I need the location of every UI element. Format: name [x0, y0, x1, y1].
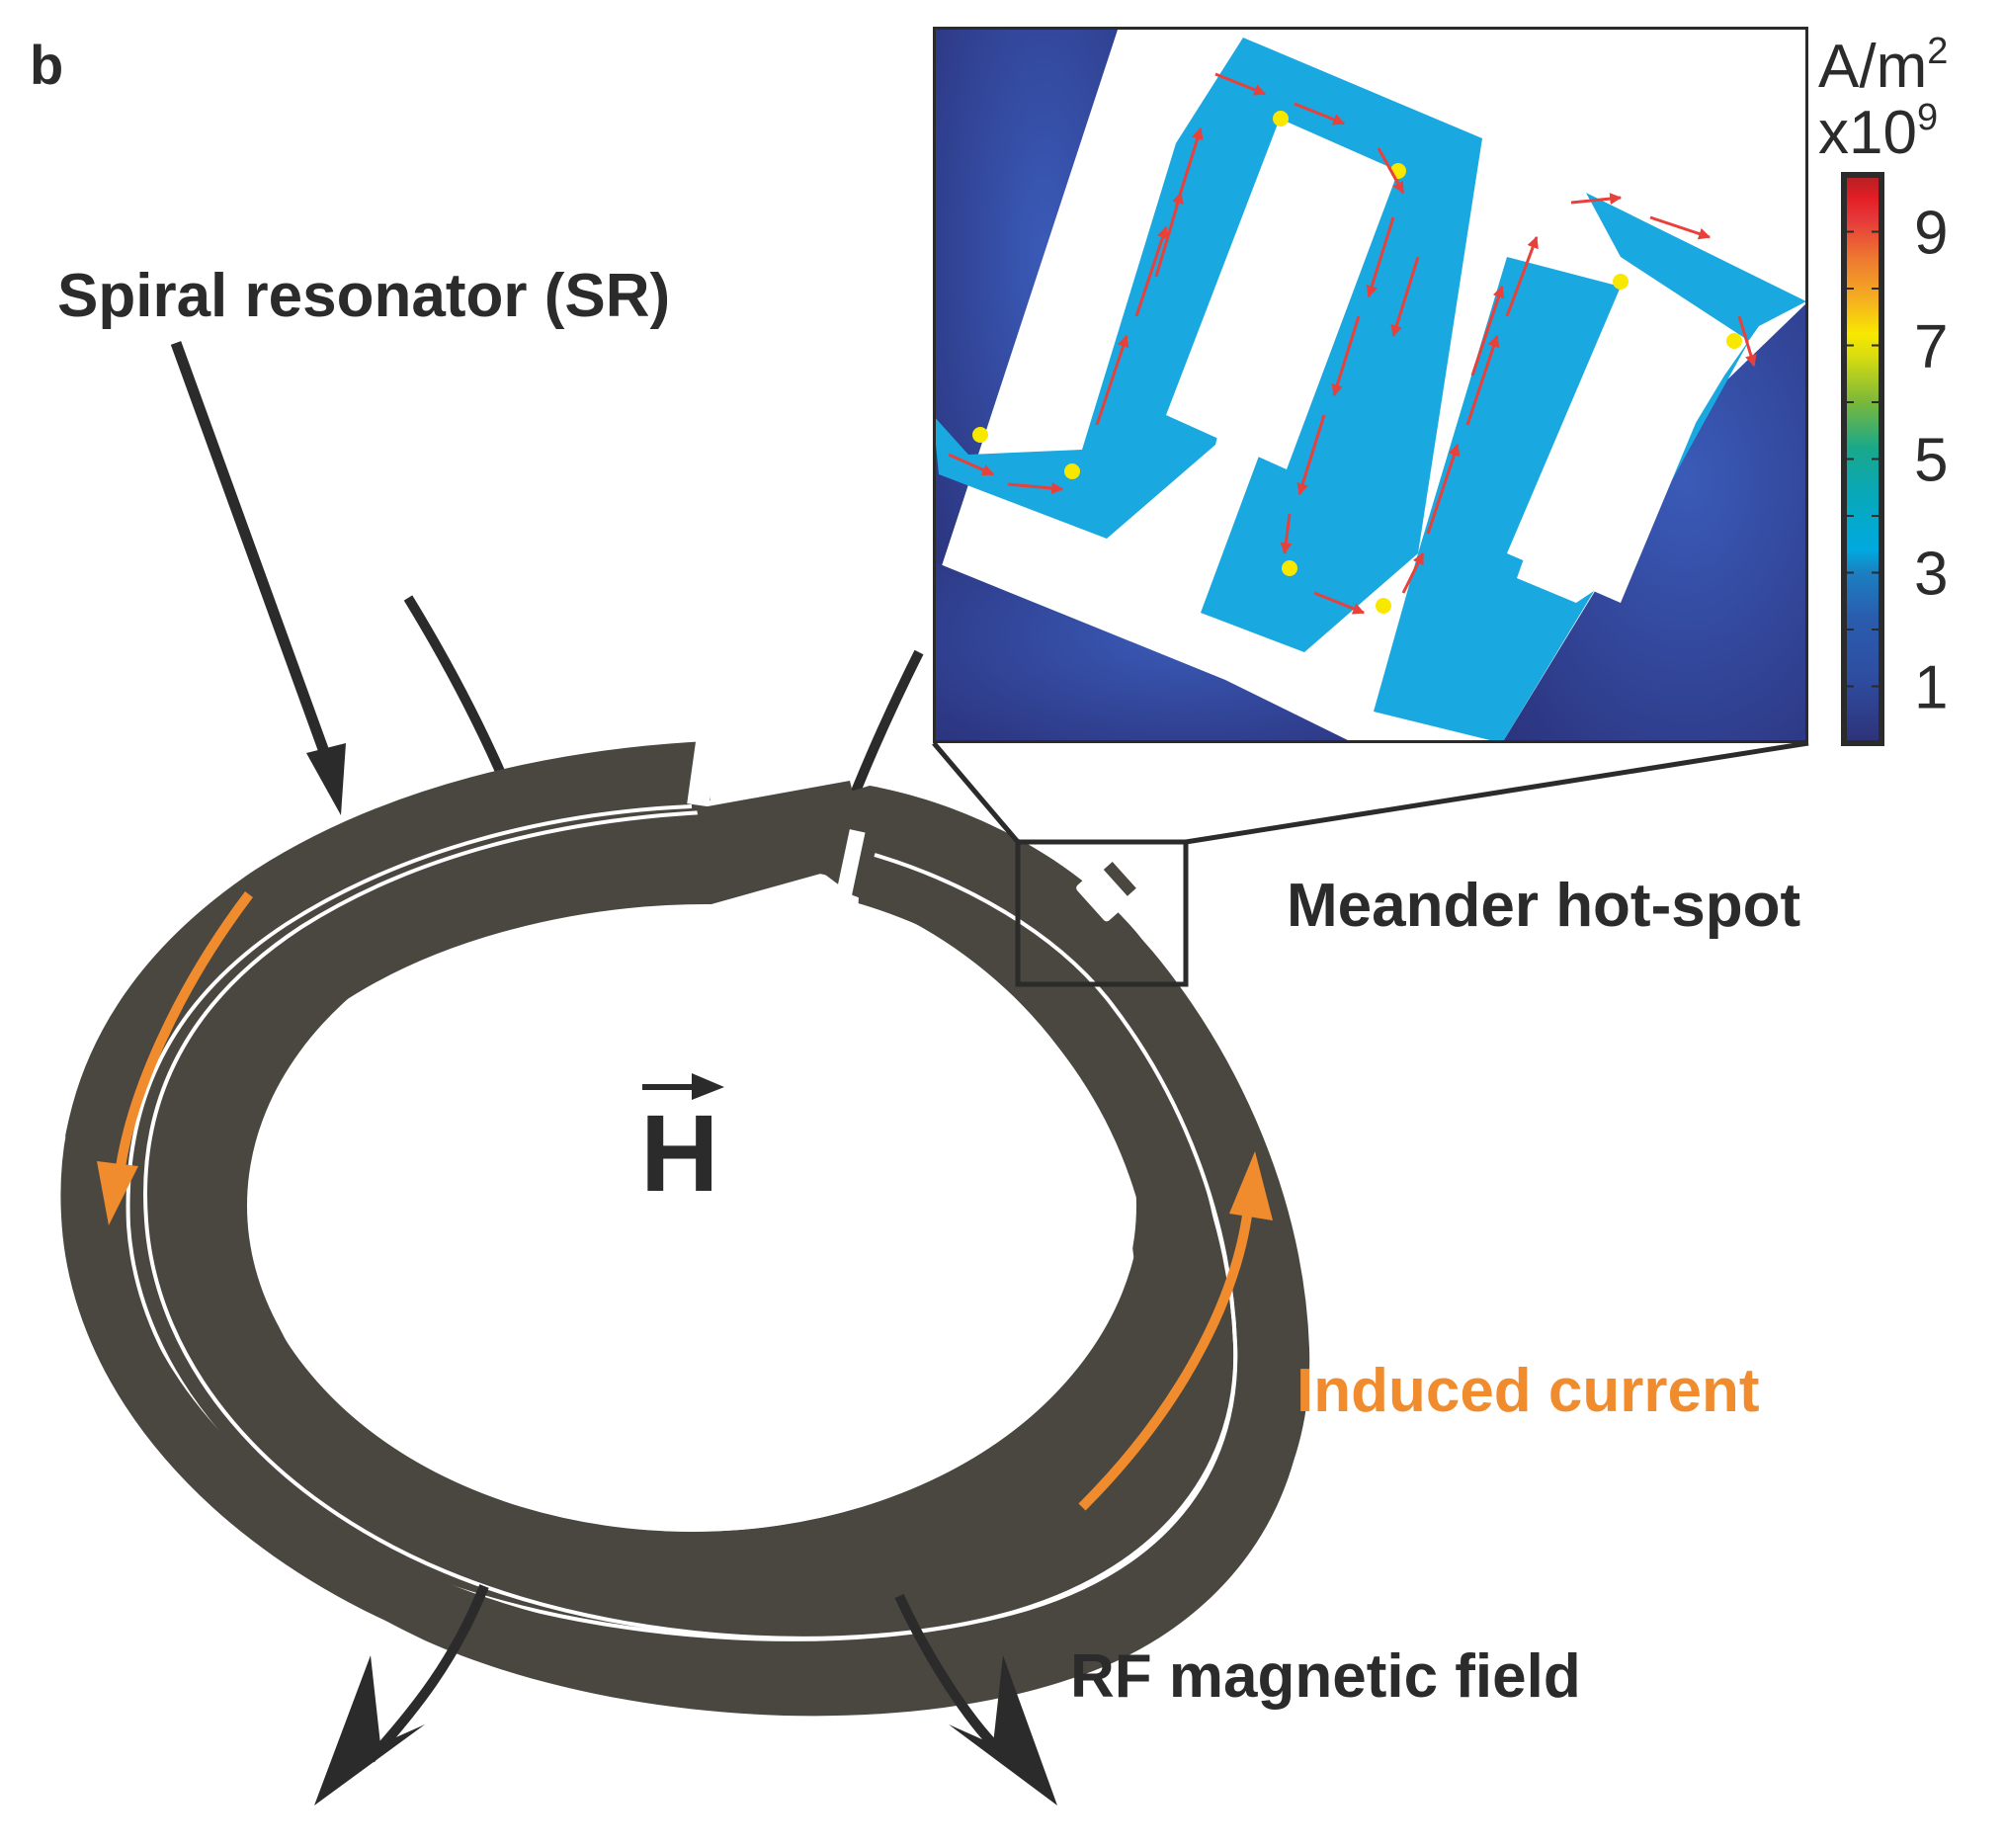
inset-bg-region-lower-left [933, 561, 1354, 743]
pointer-arrow [170, 341, 346, 815]
induced-current-arrowhead-right [1229, 1151, 1273, 1220]
hotspot-3 [972, 427, 988, 443]
induced-current-arrows [97, 890, 1273, 1511]
meander-hotspot-label: Meander hot-spot [1287, 872, 1800, 940]
rf-field-arrowhead-left [314, 1655, 425, 1806]
colorbar-ticks: 9 7 5 3 1 [1847, 200, 1948, 722]
panel-label: b [30, 34, 63, 96]
hotspot-6 [1376, 598, 1391, 614]
colorbar-tick-label: 1 [1914, 654, 1948, 722]
hotspot-5 [1282, 560, 1297, 576]
inset-bg-region-right [1502, 301, 1808, 743]
zoom-connector-left [932, 741, 1020, 844]
colorbar-tick-label: 3 [1914, 541, 1948, 609]
colorbar-tick-label: 5 [1914, 427, 1948, 495]
hotspot-7 [1613, 274, 1629, 290]
resonator-inner-gap-cut [834, 829, 866, 905]
h-vector-symbol: H [640, 1093, 718, 1215]
hotspot-1 [1273, 111, 1289, 126]
resonator-center [247, 880, 1136, 1532]
colorbar-tick-label: 9 [1914, 200, 1948, 268]
inset-slot-1 [1166, 119, 1398, 469]
inset-meander-conductor-right [1374, 193, 1806, 743]
colorbar-scale: x109 [1818, 97, 1938, 167]
resonator-crossover [697, 781, 860, 852]
colorbar-tick-label: 7 [1914, 313, 1948, 381]
induced-current-label: Induced current [1296, 1357, 1760, 1425]
spiral-resonator [60, 734, 1310, 1717]
h-vector-label: H [640, 1073, 724, 1215]
rf-field-arrowhead-right [949, 1655, 1057, 1806]
resonator-inner-band [152, 797, 1226, 1632]
induced-current-arrow-right [1078, 1185, 1255, 1511]
colorbar-scale-superscript: 9 [1917, 97, 1938, 138]
resonator-gap-cut [687, 734, 718, 807]
rf-field-arrows [367, 1584, 1002, 1763]
meander-structure [1076, 839, 1169, 922]
current-density-inset [933, 27, 1808, 743]
inset-slot-2 [1507, 287, 1731, 603]
resonator-separator [143, 810, 1238, 1640]
hotspot-4 [1064, 463, 1080, 479]
spiral-resonator-label: Spiral resonator (SR) [57, 262, 670, 330]
induced-current-arrowhead-left [97, 1161, 138, 1225]
colorbar-scale-base: x10 [1818, 99, 1917, 167]
colorbar-unit: A/m2 [1818, 31, 1948, 101]
induced-current-arrow-left [114, 890, 253, 1182]
zoom-region-box [1015, 839, 1189, 987]
inset-bg-region-upper-left [933, 27, 1119, 593]
hotspot-8 [1726, 333, 1742, 349]
field-line-right-lower [894, 1593, 1002, 1753]
h-vector-arrowhead [692, 1073, 724, 1100]
field-line-left-lower [367, 1584, 489, 1763]
colorbar-unit-base: A/m [1818, 33, 1927, 101]
zoom-connector-right [1185, 740, 1809, 845]
inset-current-arrows [948, 72, 1757, 615]
pointer-arrowhead [306, 743, 346, 815]
colorbar-unit-superscript: 2 [1927, 31, 1948, 72]
rf-magnetic-field-label: RF magnetic field [1070, 1642, 1581, 1711]
